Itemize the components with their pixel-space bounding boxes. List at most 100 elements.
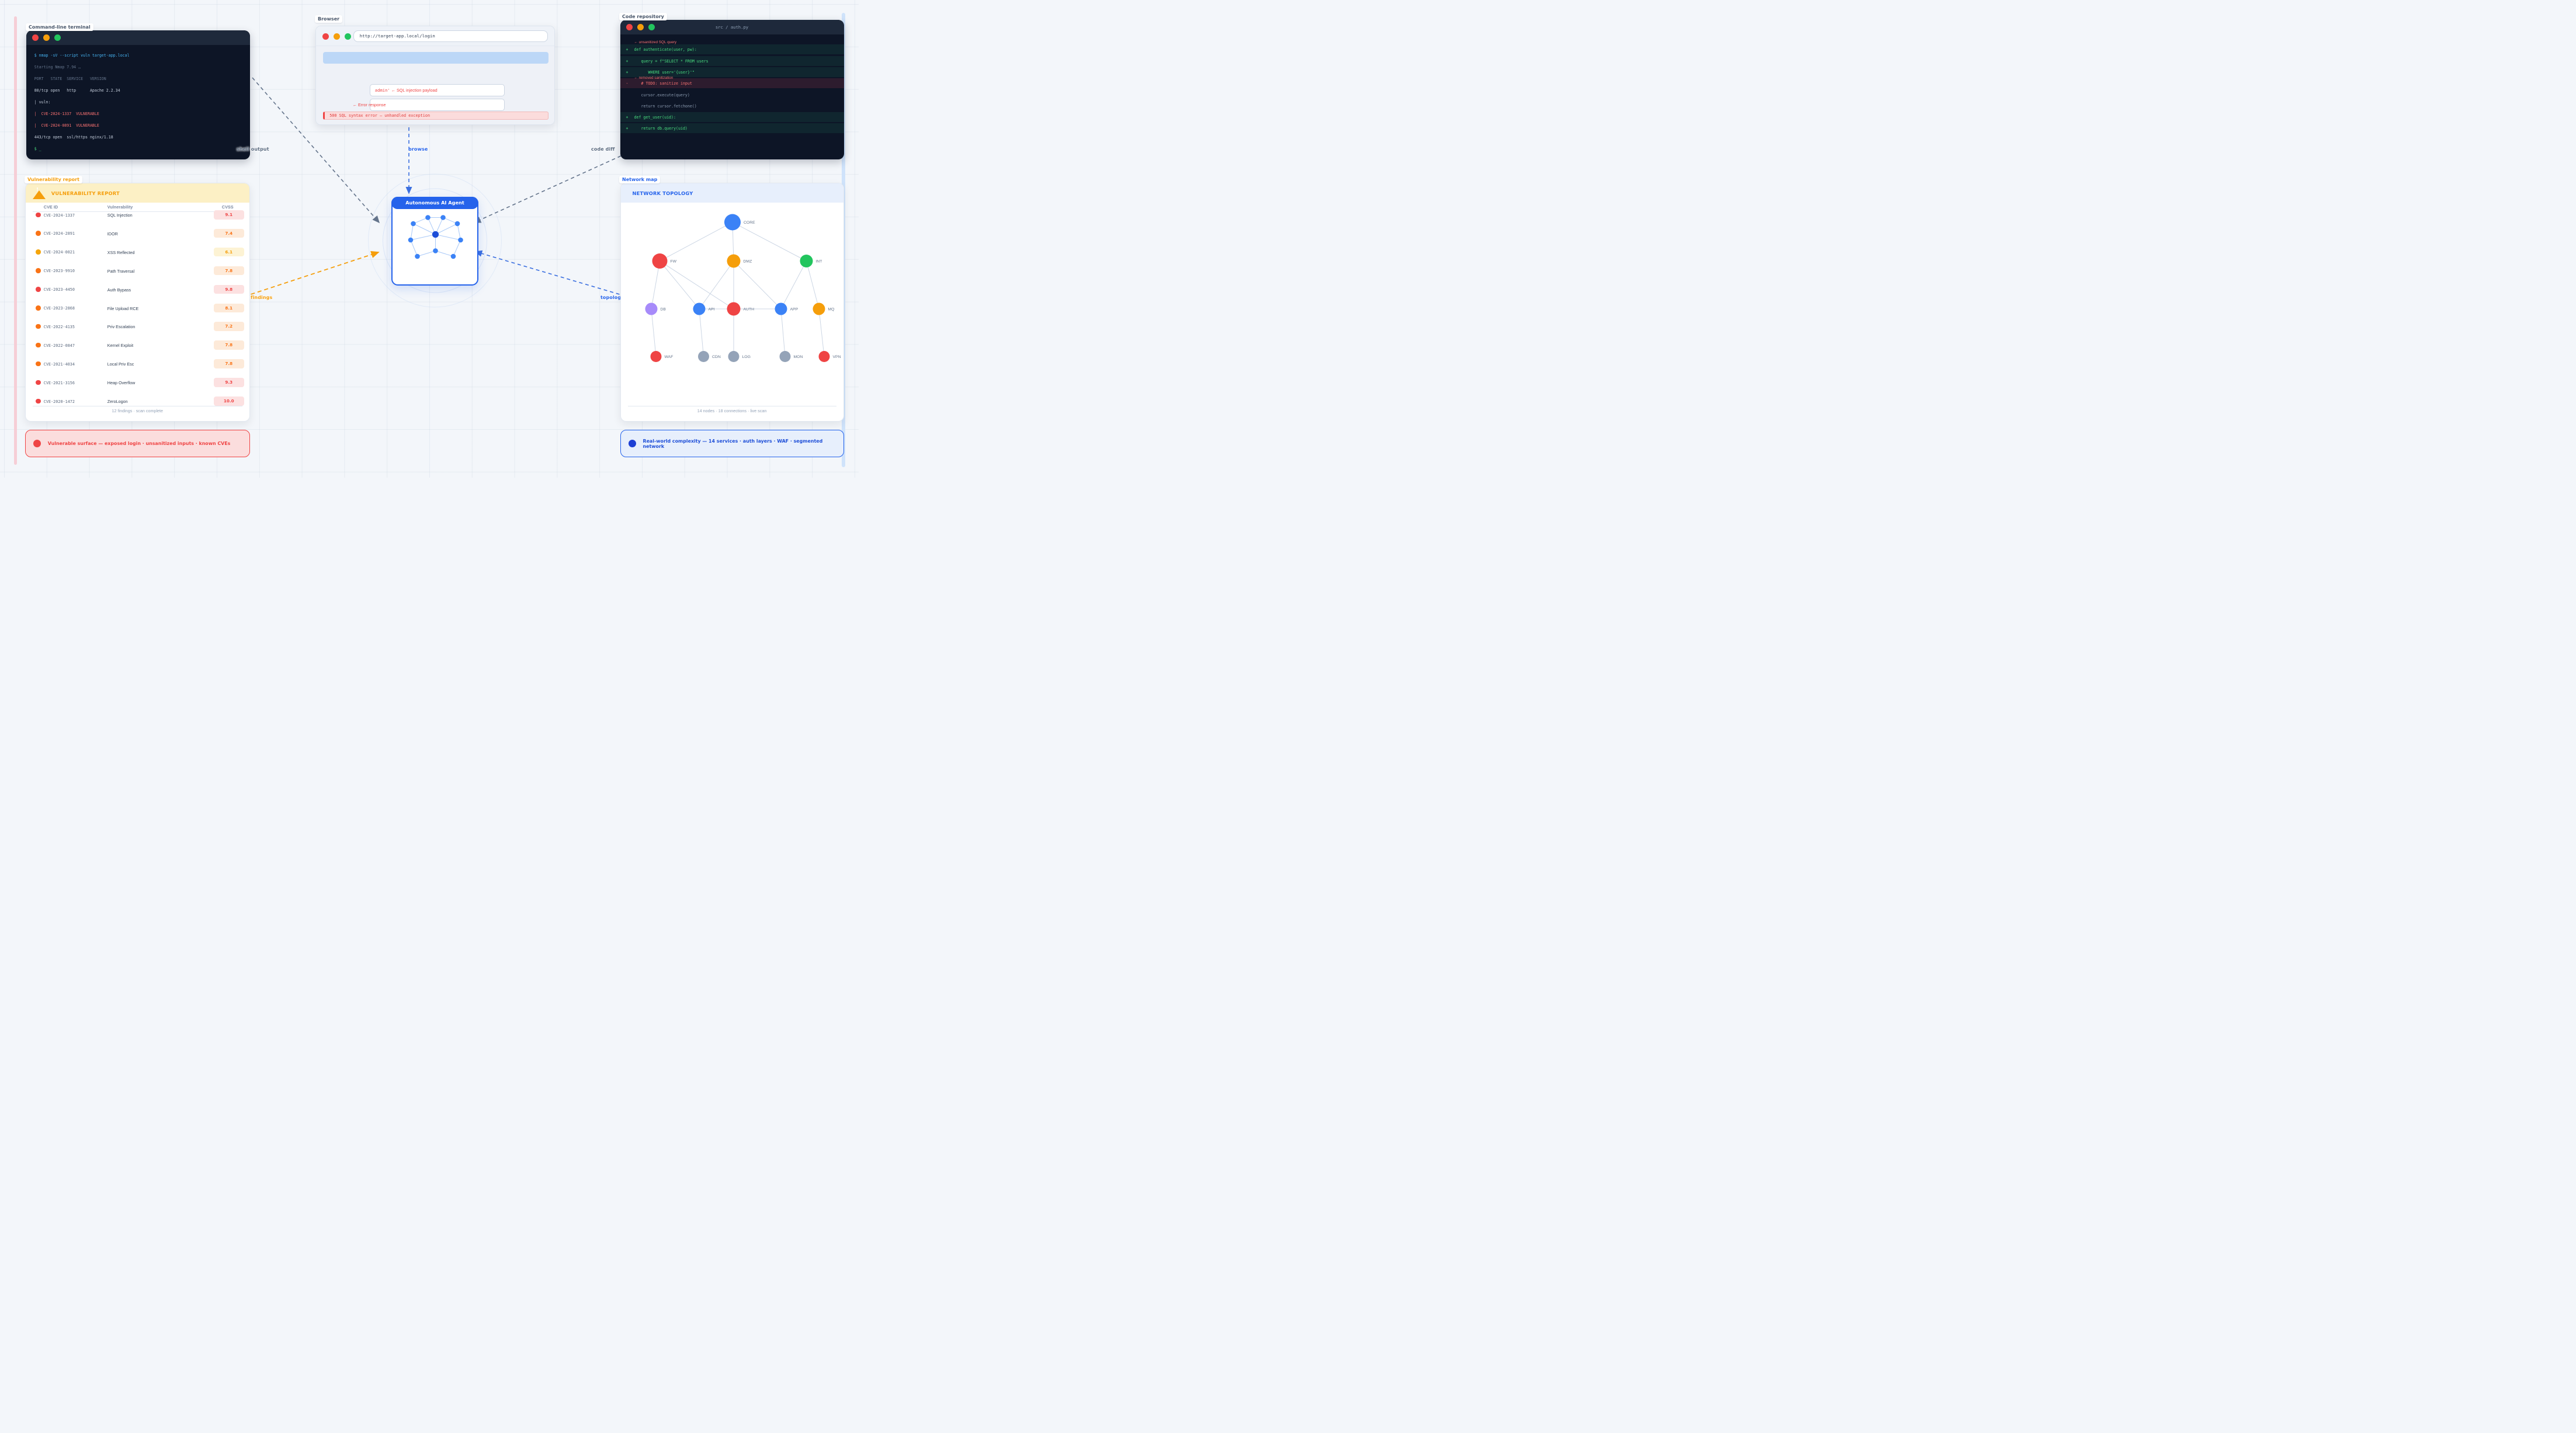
agent-graph-edge: [410, 239, 418, 257]
severity-dot: [36, 324, 41, 329]
diff-line-context: return cursor.fetchone(): [641, 103, 697, 109]
network-title: NETWORK TOPOLOGY: [632, 190, 693, 196]
cvss-badge: 7.8: [213, 359, 244, 368]
network-node-label-APP: APP: [790, 308, 798, 312]
agent-neural-graph: [408, 215, 463, 259]
vuln-row: CVE-2023-4450 Auth Bypass 9.8: [26, 280, 249, 299]
network-node-AUTH[interactable]: [727, 302, 740, 316]
network-node-FW[interactable]: [652, 253, 667, 269]
network-edge-DMZ-API: [699, 260, 734, 309]
vulnerability-name: File Upload RCE: [107, 305, 139, 311]
maximize-button[interactable]: [54, 34, 61, 41]
vulnerability-name: Auth Bypass: [107, 287, 131, 293]
network-edge-FW-DB: [651, 260, 660, 309]
browser-panel-label: Browser: [315, 15, 343, 23]
agent-graph-node: [425, 215, 431, 220]
maximize-button[interactable]: [648, 24, 655, 31]
network-node-label-CORE: CORE: [744, 221, 755, 225]
vuln-footer-status: 12 findings · scan complete: [112, 408, 164, 413]
network-node-label-MON: MON: [793, 355, 803, 359]
network-node-label-INT: INT: [815, 260, 822, 264]
network-edge-CORE-FW: [659, 222, 732, 262]
network-node-LOG[interactable]: [728, 351, 739, 362]
cvss-badge: 9.8: [213, 284, 244, 294]
vuln-report-header: ! VULNERABILITY REPORT: [25, 183, 249, 203]
password-field[interactable]: [369, 99, 505, 112]
close-button[interactable]: [322, 33, 329, 40]
agent-graph-node: [411, 221, 416, 227]
diff-line-added: +WHERE user='{user}'": [620, 67, 844, 78]
diff-line-added: +query = f"SELECT * FROM users: [620, 55, 844, 67]
diff-line-removed: -# TODO: sanitize input: [620, 78, 844, 89]
network-node-WAF[interactable]: [650, 351, 661, 362]
agent-graph-center-node: [432, 231, 439, 238]
vuln-panel-label: Vulnerability report: [25, 176, 82, 183]
agent-graph-edge: [417, 251, 436, 257]
network-node-DMZ[interactable]: [727, 254, 740, 268]
network-node-CORE[interactable]: [724, 214, 741, 231]
red-status-dot: [33, 440, 41, 447]
vulnerability-name: Kernel Exploit: [107, 343, 134, 349]
network-node-label-DMZ: DMZ: [743, 260, 752, 264]
network-node-label-API: API: [708, 308, 714, 312]
cve-id: CVE-2021-4034: [43, 361, 75, 367]
network-panel-label: Network map: [619, 176, 661, 183]
minimize-button[interactable]: [43, 34, 50, 41]
agent-graph-node: [450, 253, 456, 259]
close-button[interactable]: [626, 24, 633, 31]
terminal-line: | vuln:: [34, 99, 51, 105]
diff-line-added: +def get_user(uid):: [620, 112, 844, 123]
vuln-report-title: VULNERABILITY REPORT: [51, 190, 120, 196]
network-node-DB[interactable]: [645, 302, 657, 315]
network-node-label-LOG: LOG: [742, 355, 750, 359]
column-header-vulnerability: Vulnerability: [107, 204, 133, 210]
repo-panel-label: Code repository: [619, 13, 667, 20]
minimize-button[interactable]: [333, 33, 340, 40]
network-node-VPN[interactable]: [818, 351, 829, 362]
file-path: src / auth.py: [715, 25, 749, 30]
network-node-INT[interactable]: [800, 255, 813, 267]
agent-graph-edge: [457, 223, 461, 241]
cvss-badge: 7.2: [213, 322, 244, 331]
network-node-MON[interactable]: [779, 351, 790, 362]
cve-id: CVE-2022-0847: [43, 343, 75, 348]
agent-graph-node: [408, 237, 414, 243]
network-node-CDN[interactable]: [697, 351, 709, 362]
maximize-button[interactable]: [344, 33, 351, 40]
agent-graph-edge: [410, 223, 414, 241]
browser-toolbar: http://target-app.local/login: [315, 26, 555, 46]
severity-dot: [36, 268, 41, 273]
agent-graph-node: [433, 248, 438, 253]
diff-annotation: ← unsanitized SQL query: [634, 40, 677, 45]
code-repo-window: src / auth.py ← unsanitized SQL query +de…: [620, 20, 844, 159]
cve-id: CVE-2023-4450: [43, 287, 75, 293]
network-node-API[interactable]: [693, 302, 705, 315]
network-edge-INT-APP: [780, 260, 807, 309]
findings-label: findings: [251, 295, 273, 300]
minimize-button[interactable]: [637, 24, 644, 31]
network-edge-CORE-INT: [732, 222, 807, 262]
severity-dot: [36, 361, 41, 367]
code-diff-label: code diff: [591, 147, 615, 152]
url-input[interactable]: http://target-app.local/login: [353, 30, 548, 42]
network-edge-APP-MON: [780, 308, 785, 357]
username-field[interactable]: admin' ← SQL injection payload: [369, 84, 505, 96]
cve-id: CVE-2023-9910: [43, 269, 75, 274]
close-button[interactable]: [32, 34, 39, 41]
terminal-line: 80/tcp open http Apache 2.2.34: [34, 88, 120, 93]
agent-graph-node: [440, 215, 446, 220]
network-node-label-WAF: WAF: [664, 355, 673, 359]
terminal-line: | CVE-2024-1337 VULNERABLE: [34, 111, 99, 116]
network-node-APP[interactable]: [775, 302, 787, 315]
network-node-MQ[interactable]: [813, 302, 825, 315]
cve-id: CVE-2022-4135: [43, 324, 75, 329]
agent-graph-edge: [435, 251, 454, 257]
network-node-label-CDN: CDN: [712, 355, 721, 359]
sql-payload-annotation: ← SQL injection payload: [390, 87, 438, 93]
vulnerability-name: ZeroLogon: [107, 399, 128, 404]
blue-status-dot: [628, 440, 636, 447]
network-node-label-VPN: VPN: [832, 355, 841, 359]
